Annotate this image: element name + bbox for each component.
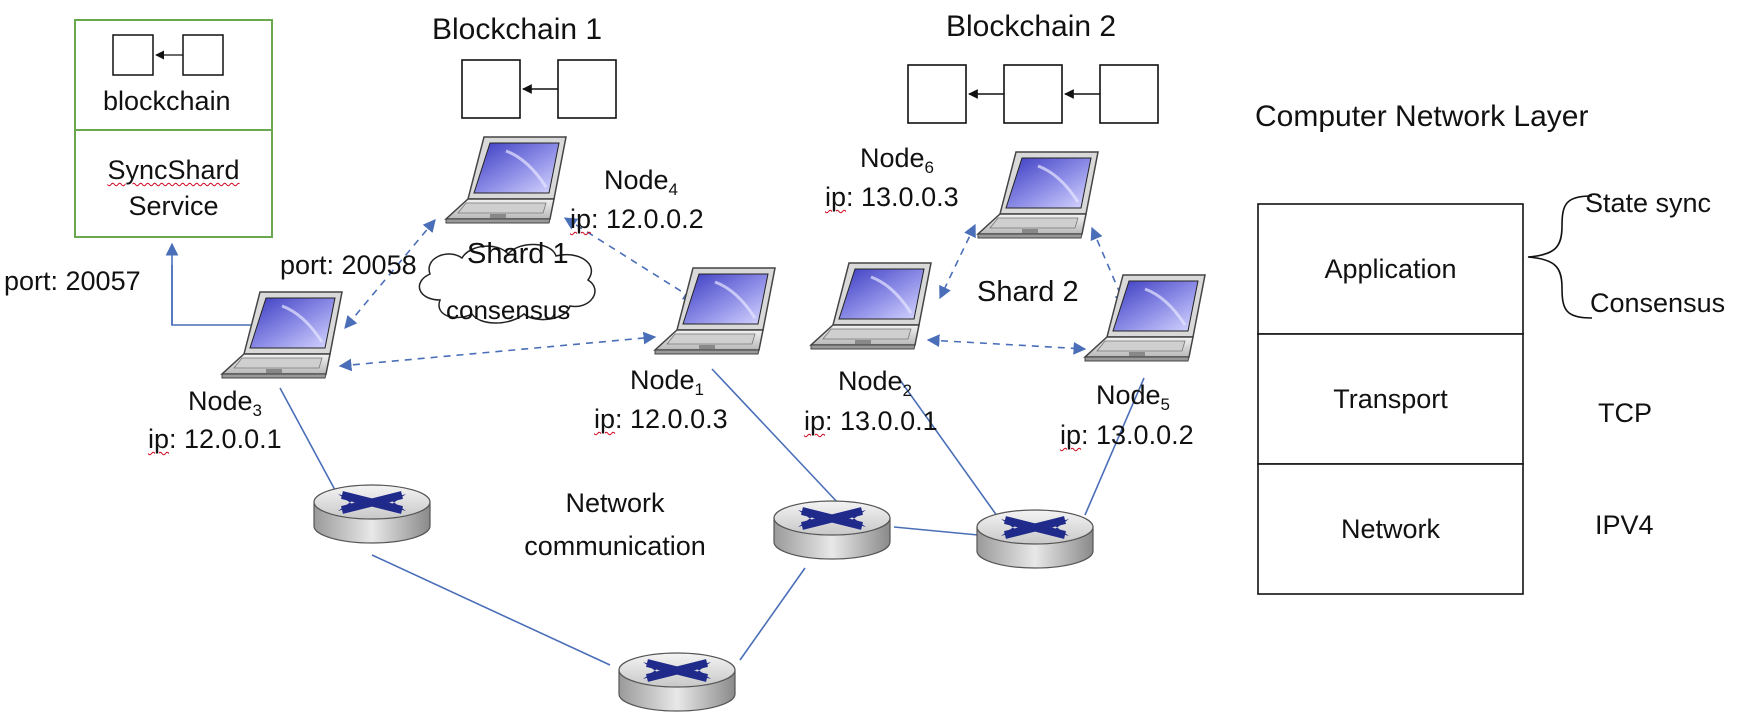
- block: [1003, 64, 1063, 124]
- block: [907, 64, 967, 124]
- protocol-state-sync: State sync: [1585, 188, 1712, 218]
- block: [557, 59, 617, 119]
- consensus-label: consensus: [446, 295, 571, 325]
- laptop-icon-node6: [976, 150, 1100, 240]
- blockchain-1-blocks: [461, 59, 617, 119]
- peer-link-3-1: [338, 331, 657, 372]
- node-label: Node1: [630, 365, 705, 399]
- block: [1099, 64, 1159, 124]
- peer-link-2-5: [926, 334, 1087, 355]
- layer-stack-title: Computer Network Layer: [1255, 100, 1589, 133]
- consensus-cloud-icon: [418, 243, 596, 324]
- link-router-router-bottom: [371, 554, 611, 666]
- service-name-label: SyncShard Service: [75, 152, 272, 225]
- laptop-icon-node1: [653, 266, 777, 356]
- layer-network-label: Network: [1340, 514, 1441, 544]
- block: [182, 34, 224, 76]
- protocol-tcp: TCP: [1598, 398, 1652, 428]
- service-name-line2: Service: [128, 191, 219, 222]
- node-ip-label: ip: 13.0.0.2: [1060, 420, 1194, 450]
- router-icon: [619, 653, 735, 711]
- link-router-router-right: [893, 526, 979, 536]
- node-ip-label: ip: 13.0.0.3: [825, 182, 959, 212]
- protocol-consensus: Consensus: [1590, 288, 1726, 318]
- blockchain-2-title: Blockchain 2: [946, 10, 1117, 43]
- layer-transport-label: Transport: [1333, 384, 1448, 414]
- node-label: Node4: [604, 165, 679, 199]
- link-node5-router: [1084, 377, 1145, 516]
- network-communication-line2: communication: [524, 531, 706, 561]
- router-icon: [774, 501, 890, 559]
- laptop-icon-node2: [809, 261, 933, 351]
- link-node1-router: [711, 368, 841, 506]
- protocol-ipv4: IPV4: [1595, 510, 1654, 540]
- block: [112, 34, 154, 76]
- brace-icon: [1527, 195, 1593, 319]
- node-label: Node3: [187, 386, 262, 420]
- service-blockchain-label: blockchain: [103, 86, 231, 116]
- node-ip-label: ip: 13.0.0.1: [804, 406, 938, 436]
- network-communication-line1: Network: [565, 488, 665, 518]
- node-ip-label: ip: 12.0.0.2: [570, 204, 704, 234]
- node-ip-label: ip: 12.0.0.3: [594, 404, 728, 434]
- laptop-icon-node5: [1083, 273, 1207, 363]
- blockchain-2-blocks: [907, 64, 1159, 124]
- node-label: Node2: [838, 366, 913, 400]
- blockchain-1-title: Blockchain 1: [432, 13, 603, 46]
- layer-transport: [1257, 333, 1524, 465]
- network-links: [171, 265, 1145, 666]
- peer-link-6-2: [939, 223, 976, 300]
- node-port-label: port: 20058: [280, 250, 417, 280]
- peer-link-3-4: [344, 219, 436, 329]
- router-icon: [314, 485, 430, 543]
- node-ip-label: ip: 12.0.0.1: [148, 424, 282, 454]
- router-icon: [977, 510, 1093, 568]
- laptop-icon-node3: [220, 290, 344, 380]
- block: [461, 59, 521, 119]
- link-node3-router: [279, 387, 336, 491]
- laptop-icon-node4: [444, 135, 568, 225]
- link-node2-router: [899, 379, 1001, 521]
- link-router-router-bottom2: [739, 567, 806, 661]
- shard-2-title: Shard 2: [977, 276, 1079, 308]
- layer-network: [1257, 463, 1524, 595]
- shard-1-title: Shard 1: [467, 238, 569, 270]
- link-service-node3: [171, 265, 262, 326]
- layer-application-label: Application: [1324, 254, 1457, 284]
- service-port-label: port: 20057: [4, 266, 141, 296]
- service-name-line1: SyncShard: [107, 155, 240, 185]
- network-layer-stack: [1257, 203, 1524, 595]
- node-label: Node6: [860, 143, 935, 177]
- node-label: Node5: [1096, 380, 1171, 414]
- syncshard-service-box: [74, 19, 273, 238]
